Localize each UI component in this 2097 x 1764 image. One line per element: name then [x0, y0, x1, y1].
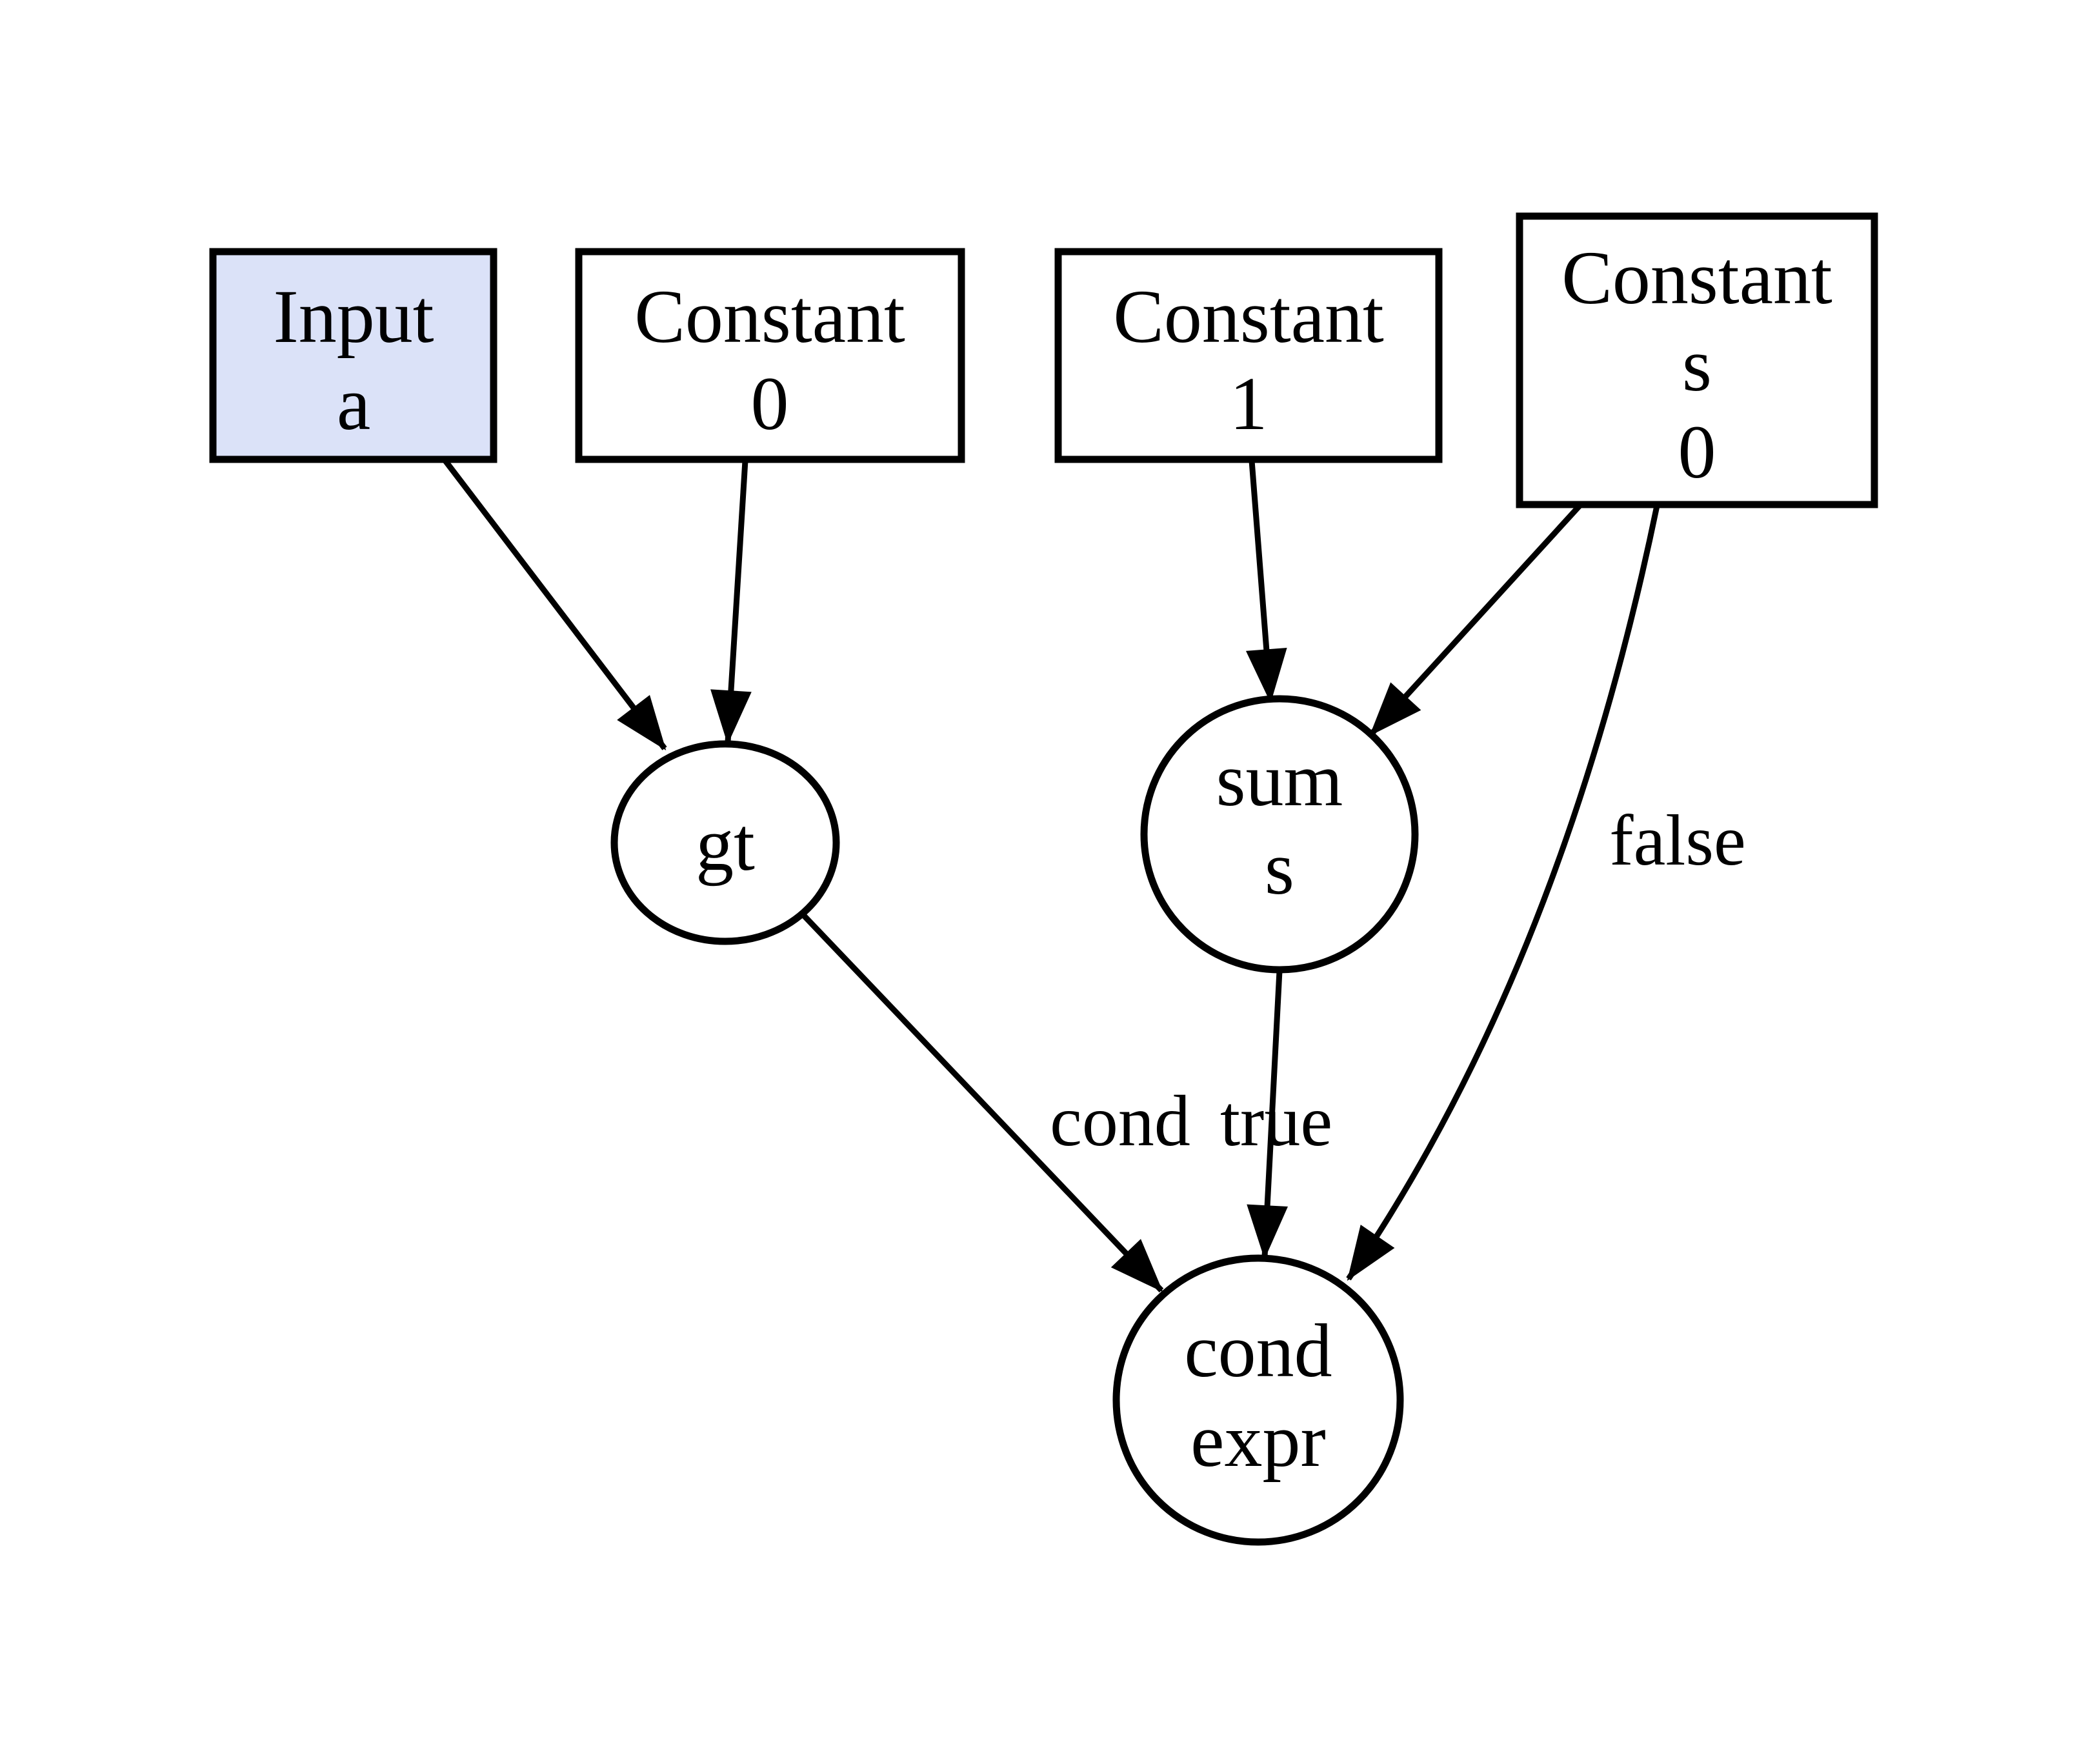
cond-expr-label-line2: expr: [1190, 1398, 1326, 1483]
cond-expr-circle: [1112, 1254, 1404, 1546]
constant-0-label-line1: Constant: [634, 274, 905, 359]
sum-s-circle: [1140, 695, 1419, 974]
input-a-box: [209, 248, 497, 463]
node-sum-s: sum s: [1140, 695, 1419, 974]
edge-label-cond: cond: [1050, 1081, 1190, 1161]
edge-input-a-to-gt: [443, 459, 667, 751]
node-gt: gt: [610, 740, 840, 945]
edge-constant-1-to-sum-s: [1245, 460, 1287, 703]
input-a-label-line2: a: [337, 361, 370, 446]
edge-group: [443, 459, 1660, 1293]
constant-0-box: [575, 248, 965, 463]
gt-label: gt: [696, 802, 755, 887]
node-input-a: Input a: [209, 248, 497, 463]
edge-constant-s-0-to-sum-s: [1369, 503, 1582, 737]
edge-label-group: cond true false: [1050, 801, 1746, 1161]
node-constant-1: Constant 1: [1054, 248, 1443, 463]
constant-s-0-label-line2: s: [1682, 323, 1712, 407]
edge-constant-s-0-to-cond-expr: [1346, 505, 1660, 1281]
constant-0-label-line2: 0: [751, 361, 789, 446]
edge-constant-0-to-gt: [710, 460, 752, 745]
constant-s-0-label-line3: 0: [1678, 410, 1716, 494]
input-a-label-line1: Input: [273, 274, 434, 359]
edge-gt-to-cond-expr: [799, 911, 1164, 1293]
sum-s-label-line1: sum: [1216, 737, 1343, 822]
constant-1-label-line2: 1: [1230, 361, 1268, 446]
constant-1-box: [1054, 248, 1443, 463]
constant-s-0-box: [1516, 212, 1878, 508]
node-cond-expr: cond expr: [1112, 1254, 1404, 1546]
constant-1-label-line1: Constant: [1113, 274, 1384, 359]
edge-label-true: true: [1220, 1081, 1332, 1161]
sum-s-label-line2: s: [1265, 826, 1294, 910]
cond-expr-label-line1: cond: [1184, 1308, 1332, 1393]
node-constant-0: Constant 0: [575, 248, 965, 463]
gt-ellipse: [610, 740, 840, 945]
edge-label-false: false: [1609, 801, 1745, 881]
node-constant-s-0: Constant s 0: [1516, 212, 1878, 508]
edge-sum-s-to-cond-expr: [1247, 970, 1289, 1259]
constant-s-0-label-line1: Constant: [1561, 236, 1832, 320]
